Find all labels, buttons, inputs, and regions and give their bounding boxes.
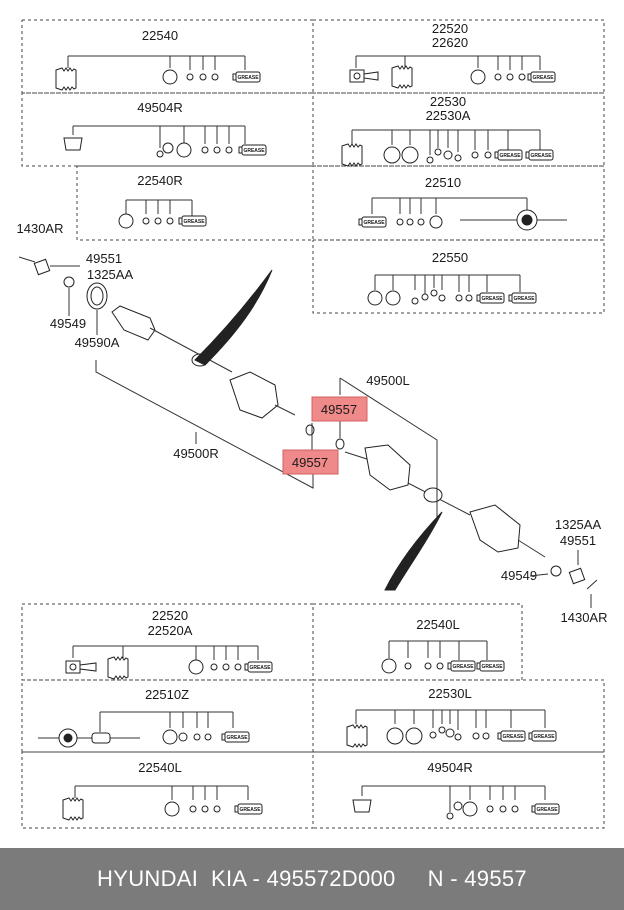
grease-label: GREASE (499, 153, 521, 159)
grease-label: GREASE (481, 296, 503, 302)
bottom-kit-group: 22520 22520A GREASE 22540L GREASE GREASE… (21, 603, 605, 829)
kit-label-22550: 22550 (432, 250, 468, 265)
kit-label-22540R: 22540R (137, 173, 183, 188)
grease-label: GREASE (452, 664, 474, 670)
kit-label-49504R: 49504R (137, 100, 183, 115)
label-49549-right: 49549 (501, 568, 537, 583)
top-kit-group: 22540 GREASE 22520 22620 GREASE 49504R (21, 19, 605, 314)
grease-label: GREASE (530, 153, 552, 159)
grease-label: GREASE (363, 220, 385, 226)
grease-label: GREASE (536, 807, 558, 813)
outer-cv-boot (111, 305, 156, 341)
kit-label-22540: 22540 (142, 28, 178, 43)
washer (63, 276, 75, 288)
kit-label-22620: 22620 (432, 35, 468, 50)
label-49557-top: 49557 (321, 402, 357, 417)
kit-label-22520: 22520 (432, 21, 468, 36)
part-number-footer: HYUNDAI KIA - 495572D000 N - 49557 (0, 848, 624, 910)
driveshaft-assembly: 1430AR 49551 1325AA 49549 49590A 1325AA … (17, 221, 608, 625)
kit-label-22540L-second: 22540L (138, 760, 181, 775)
inner-cv-joint (229, 371, 279, 419)
grease-label: GREASE (249, 665, 271, 671)
highlight-49557-top[interactable] (311, 396, 368, 422)
label-49557-bottom: 49557 (292, 455, 328, 470)
label-1325AA-left: 1325AA (87, 267, 134, 282)
hub-nut (33, 258, 51, 276)
grease-label: GREASE (239, 807, 261, 813)
boot-part (55, 67, 77, 91)
kit-label-22510Z: 22510Z (145, 687, 189, 702)
parts-diagram: 22540 GREASE 22520 22620 GREASE 49504R (17, 19, 608, 829)
grease-label: GREASE (237, 75, 259, 81)
kit-label-22530A: 22530A (426, 108, 471, 123)
label-1325AA-right: 1325AA (555, 517, 602, 532)
label-1430AR-right: 1430AR (561, 610, 608, 625)
inner-cv-joint-left (364, 444, 411, 491)
kit-label-22520A: 22520A (148, 623, 193, 638)
highlight-49557-bottom[interactable] (282, 449, 339, 475)
label-1430AR-left: 1430AR (17, 221, 64, 236)
grease-label: GREASE (183, 219, 205, 225)
kit-label-22520-bottom: 22520 (152, 608, 188, 623)
kit-label-22530: 22530 (430, 94, 466, 109)
label-49551-right: 49551 (560, 533, 596, 548)
grease-label: GREASE (532, 75, 554, 81)
label-49590A: 49590A (75, 335, 120, 350)
label-49500R: 49500R (173, 446, 219, 461)
kit-label-22510: 22510 (425, 175, 461, 190)
kit-label-22530L: 22530L (428, 686, 471, 701)
label-49551-left: 49551 (86, 251, 122, 266)
grease-label: GREASE (533, 734, 555, 740)
grease-label: GREASE (243, 148, 265, 154)
kit-label-22540L: 22540L (416, 617, 459, 632)
footer-text: HYUNDAI KIA - 495572D000 N - 49557 (97, 866, 527, 891)
label-49549-left: 49549 (50, 316, 86, 331)
outer-cv-boot-left (469, 504, 521, 553)
kit-label-49504R-bottom: 49504R (427, 760, 473, 775)
grease-label: GREASE (481, 664, 503, 670)
grease-label: GREASE (502, 734, 524, 740)
label-49500L: 49500L (366, 373, 409, 388)
grease-label: GREASE (513, 296, 535, 302)
grease-label: GREASE (226, 735, 248, 741)
